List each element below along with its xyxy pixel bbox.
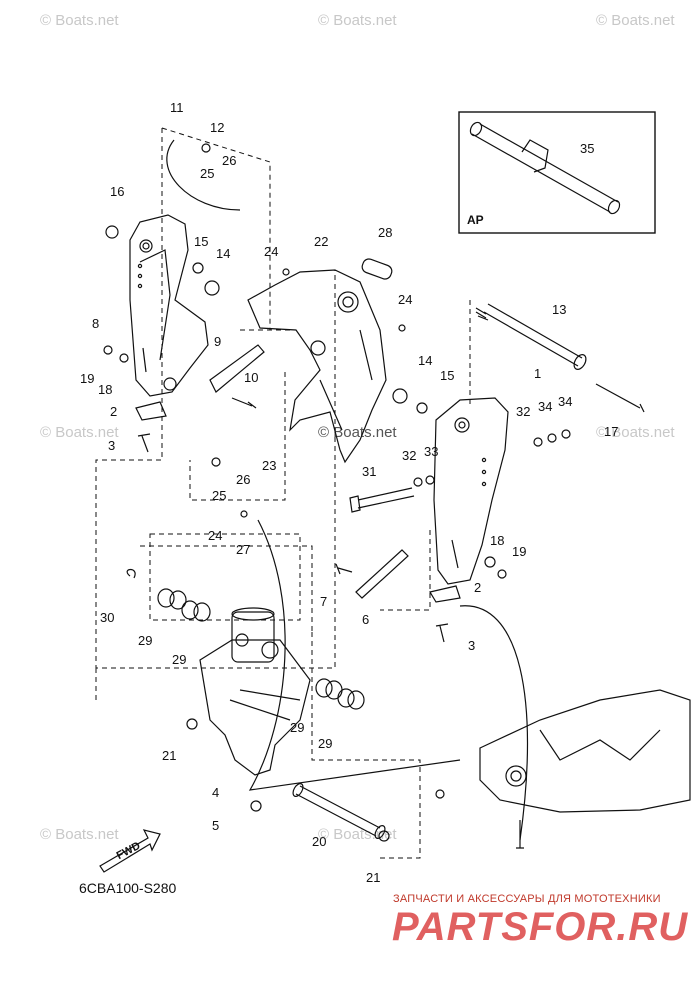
fwd-arrow: [99, 829, 161, 873]
callout: 15: [440, 368, 454, 383]
callout: 25: [212, 488, 226, 503]
callout: 8: [92, 316, 99, 331]
bolt-17: [595, 383, 645, 413]
callout: 29: [318, 736, 332, 751]
callout: 19: [80, 371, 94, 386]
callout: 7: [320, 594, 327, 609]
callout: 1: [534, 366, 541, 381]
watermark: © Boats.net: [318, 424, 397, 441]
callout: 4: [212, 785, 219, 800]
callout: 16: [110, 184, 124, 199]
clamp-bracket: [199, 607, 311, 776]
plate-2-right: [429, 585, 461, 603]
watermark: © Boats.net: [596, 424, 675, 441]
callout: 12: [210, 120, 224, 135]
watermark: © Boats.net: [40, 12, 119, 29]
callout: 3: [108, 438, 115, 453]
callout: 32: [516, 404, 530, 419]
bracket-left: [129, 214, 209, 397]
watermark: © Boats.net: [40, 424, 119, 441]
callout: 13: [552, 302, 566, 317]
callout: 26: [236, 472, 250, 487]
callout: 14: [418, 353, 432, 368]
callout: 24: [398, 292, 412, 307]
callout: 23: [262, 458, 276, 473]
callout: 2: [110, 404, 117, 419]
callout: 29: [290, 720, 304, 735]
callout: 25: [200, 166, 214, 181]
callout: 27: [236, 542, 250, 557]
callout: 2: [474, 580, 481, 595]
plate-2-left: [135, 401, 167, 421]
callout: 21: [162, 748, 176, 763]
callout: 3: [468, 638, 475, 653]
tilt-tube: [475, 303, 587, 370]
callout: 10: [244, 370, 258, 385]
callout: 14: [216, 246, 230, 261]
callout: 32: [402, 448, 416, 463]
callout: 26: [222, 153, 236, 168]
bolt-31: [349, 487, 415, 513]
callout: 22: [314, 234, 328, 249]
callout: 34: [558, 394, 572, 409]
callout: 34: [538, 399, 552, 414]
callout: 28: [378, 225, 392, 240]
callout: 18: [98, 382, 112, 397]
shaft-20: [292, 783, 386, 839]
callout: 18: [490, 533, 504, 548]
callout: 15: [194, 234, 208, 249]
callout: 20: [312, 834, 326, 849]
callout: 17: [604, 424, 618, 439]
bushing-29: [157, 588, 365, 710]
swivel-bracket: [247, 269, 387, 464]
link-plate-6: [355, 549, 409, 599]
callout: 6: [362, 612, 369, 627]
cable-27: [248, 519, 461, 791]
bolt-3-left: [137, 433, 151, 453]
callout: 30: [100, 610, 114, 625]
callout: 24: [264, 244, 278, 259]
fasteners: [103, 143, 571, 842]
callout: 9: [214, 334, 221, 349]
callout-numbers: 11 12 26 25 16 15 14 24 22 28 24 8 9 10 …: [80, 100, 618, 885]
callout: 29: [172, 652, 186, 667]
bolt-3-right: [435, 623, 449, 643]
bolt-10: [231, 397, 257, 409]
callout: 33: [424, 444, 438, 459]
callout: 29: [138, 633, 152, 648]
link-plate-9: [209, 344, 265, 393]
callout: 19: [512, 544, 526, 559]
callout: 31: [362, 464, 376, 479]
lower-unit: [479, 689, 691, 849]
inset-label: AP: [467, 213, 484, 227]
leader-lines: [95, 127, 471, 859]
diagram-code: 6CBA100-S280: [79, 880, 177, 896]
callout: 21: [366, 870, 380, 885]
bracket-right: [433, 397, 509, 585]
callout: 11: [170, 100, 184, 115]
callout: 24: [208, 528, 222, 543]
inset-tube: [469, 121, 621, 215]
inset-box: [458, 111, 656, 234]
clip-30: [126, 568, 136, 579]
ground-cable: [166, 139, 241, 211]
brand-tagline: ЗАПЧАСТИ И АКСЕССУАРЫ ДЛЯ МОТОТЕХНИКИ: [393, 893, 661, 905]
brand-logo: PARTSFOR.RU: [392, 905, 689, 949]
bolt-7: [335, 563, 353, 575]
watermark: © Boats.net: [40, 826, 119, 843]
callout: 35: [580, 141, 594, 156]
ground-cable-right: [459, 605, 529, 841]
watermark: © Boats.net: [318, 12, 397, 29]
callout: 5: [212, 818, 219, 833]
watermark: © Boats.net: [596, 12, 675, 29]
